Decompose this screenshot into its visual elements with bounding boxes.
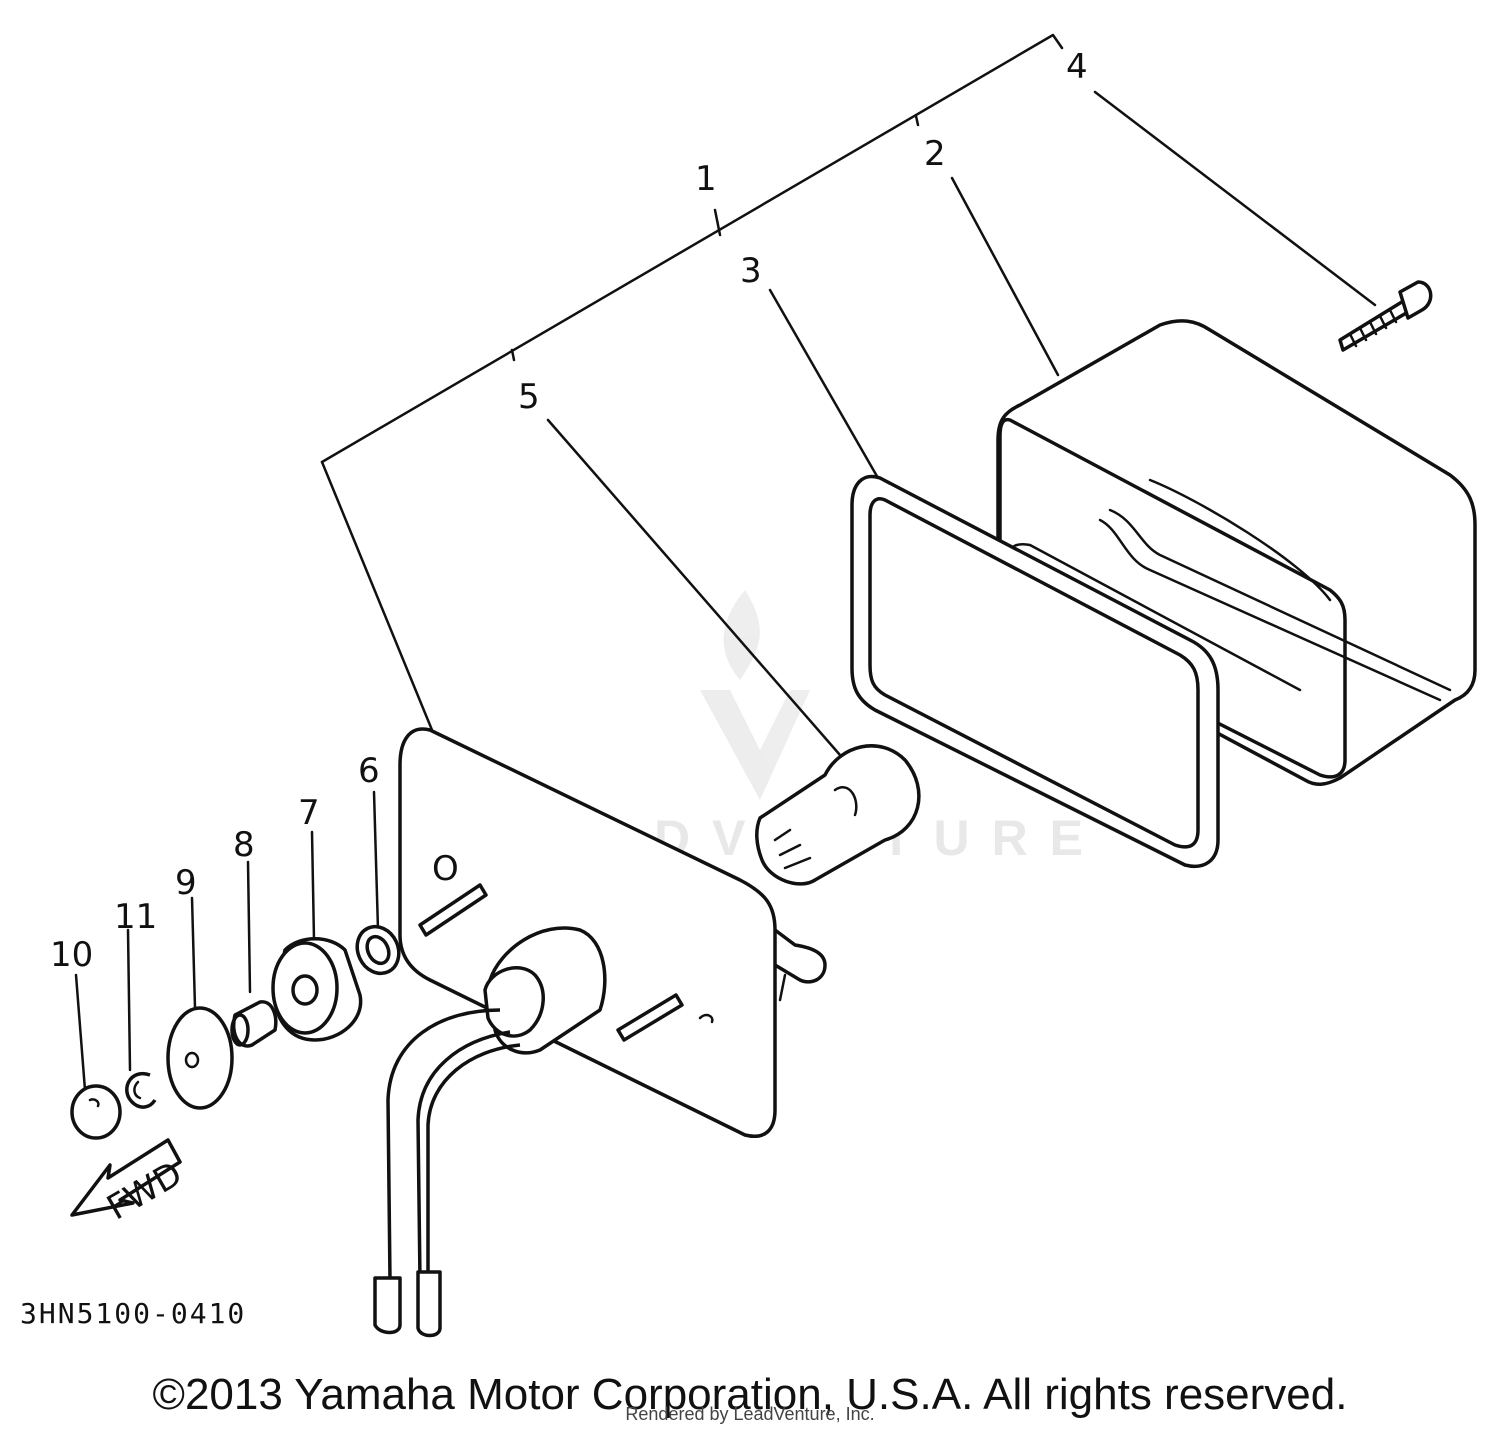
- grommet-part: [271, 937, 363, 1042]
- base-housing-part: O: [373, 727, 827, 1338]
- collar-part: [230, 1000, 278, 1048]
- bulb-part: [755, 744, 921, 886]
- callout-7: 7: [298, 793, 320, 833]
- callout-9: 9: [175, 863, 197, 903]
- cap-nut-part: [70, 1084, 122, 1140]
- callout-2: 2: [924, 134, 946, 174]
- callout-5: 5: [518, 377, 540, 417]
- screw-part: [1338, 280, 1433, 352]
- rendered-by-notice: Rendered by LeadVenture, Inc.: [625, 1404, 875, 1424]
- callout-8: 8: [233, 825, 255, 865]
- svg-text:O: O: [432, 849, 459, 889]
- callout-11: 11: [114, 897, 157, 937]
- callout-10: 10: [50, 935, 93, 975]
- callout-numbers: 1 2 3 4 5 6 7 8 9 10 11: [50, 47, 1088, 975]
- assembly-bracket: [320, 33, 1064, 732]
- callout-4: 4: [1066, 47, 1088, 87]
- plate-washer-part: [166, 1006, 234, 1110]
- callout-1: 1: [695, 159, 717, 199]
- part-code: 3HN5100-0410: [20, 1297, 246, 1330]
- callout-3: 3: [740, 251, 762, 291]
- leader-lines: [74, 90, 1377, 1092]
- clip-part: [125, 1071, 157, 1109]
- forward-arrow: FWD: [70, 1138, 189, 1228]
- gasket-part: [850, 474, 1220, 868]
- callout-6: 6: [358, 751, 380, 791]
- copyright-notice: ©2013 Yamaha Motor Corporation, U.S.A. A…: [152, 1370, 1348, 1419]
- washer-part: [355, 924, 401, 976]
